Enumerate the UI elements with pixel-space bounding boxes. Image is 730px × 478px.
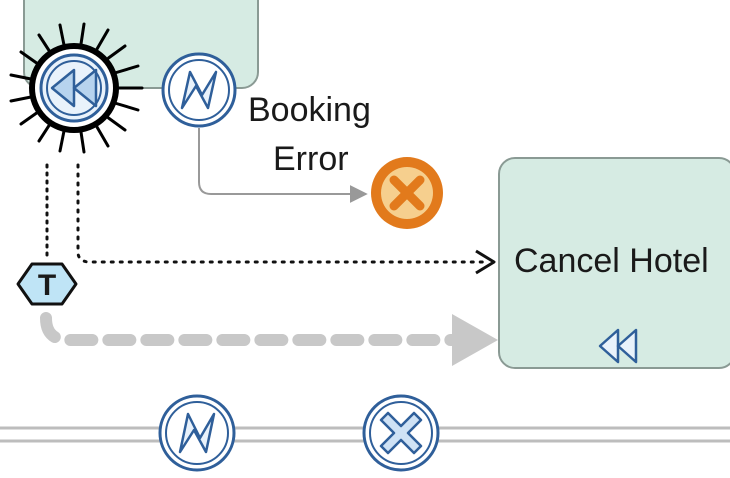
booking-error-label-line1: Booking [248,91,371,129]
bottom-cancel-event[interactable] [362,394,440,472]
cancel-hotel-task[interactable]: Cancel Hotel [498,157,730,369]
error-boundary-event[interactable] [161,52,237,128]
compensation-marker-icon [598,328,638,364]
compensation-event-icon [50,68,98,108]
transaction-marker-label: T [38,269,56,302]
cancel-event-icon [379,411,423,455]
dashed-flow-arrowhead [452,314,498,366]
association-arrowhead [475,249,496,275]
dashed-message-flow[interactable] [40,312,458,346]
compensation-event-highlighted[interactable] [9,22,144,154]
cancel-hotel-label: Cancel Hotel [514,242,709,280]
error-sequence-flow[interactable] [198,128,368,203]
highlight-rays [9,22,144,154]
error-event-icon [180,70,218,110]
transaction-marker-icon[interactable]: T [16,262,78,306]
cancel-end-event[interactable] [371,157,443,229]
cancel-end-event-icon [389,175,425,211]
booking-error-label-line2: Error [273,140,349,178]
error-event-icon [178,412,216,454]
bottom-error-event[interactable] [158,394,236,472]
